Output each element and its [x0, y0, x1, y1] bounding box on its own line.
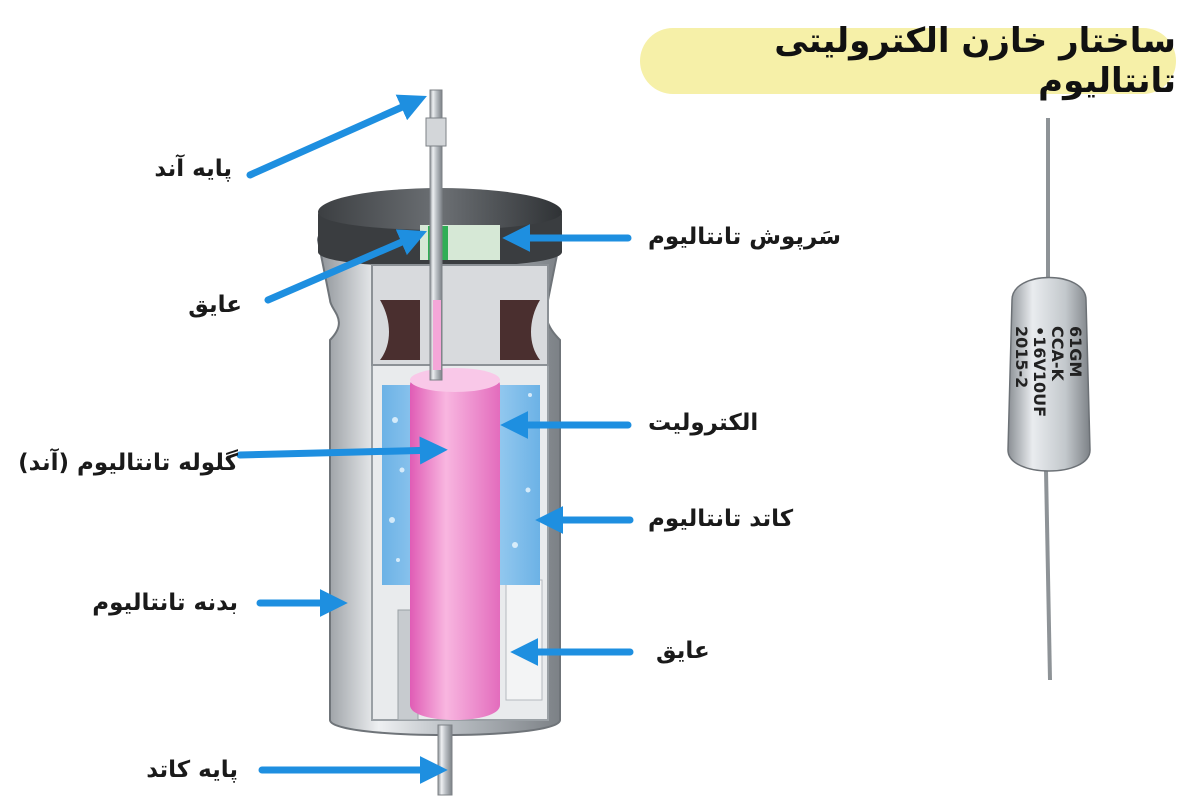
title-banner: ساختار خازن الکترولیتی تانتالیوم — [640, 21, 1176, 101]
svg-text:•16V10UF: •16V10UF — [1030, 326, 1049, 417]
insulator-bottom-shape — [505, 579, 543, 701]
label-insulator-bottom: عایق — [656, 638, 710, 664]
label-tantalum-cathode: کاتد تانتالیوم — [648, 506, 794, 532]
page-title: ساختار خازن الکترولیتی تانتالیوم — [774, 21, 1176, 101]
arrow-anode-lead — [246, 94, 427, 179]
label-tantalum-cap: سَرپوش تانتالیوم — [648, 224, 841, 250]
cathode-lead-shape — [437, 724, 453, 796]
photo-body — [1007, 276, 1091, 472]
label-tantalum-body: بدنه تانتالیوم — [92, 590, 238, 616]
photo-bottom-lead — [1044, 469, 1052, 681]
arrow-insulator-top — [264, 229, 427, 304]
label-anode-lead: پایه آند — [154, 156, 232, 182]
tantalum-pellet-shape — [410, 370, 500, 720]
photo-marking: 61GM CCA-K •16V10UF 2015-2 — [1012, 326, 1085, 417]
svg-text:2015-2: 2015-2 — [1012, 326, 1031, 388]
arrow-tantalum-pellet — [236, 436, 448, 465]
svg-text:61GM: 61GM — [1066, 326, 1085, 377]
annotation-arrows — [236, 94, 634, 784]
capacitor-photo: 61GM CCA-K •16V10UF 2015-2 — [1007, 118, 1091, 681]
label-electrolyte: الکترولیت — [648, 410, 759, 436]
capacitor-cutaway — [316, 89, 562, 796]
label-insulator-top: عایق — [188, 292, 242, 318]
label-tantalum-pellet: گلوله تانتالیوم (آند) — [18, 450, 238, 476]
label-cathode-lead: پایه کاتد — [146, 757, 238, 783]
svg-text:CCA-K: CCA-K — [1048, 326, 1067, 382]
